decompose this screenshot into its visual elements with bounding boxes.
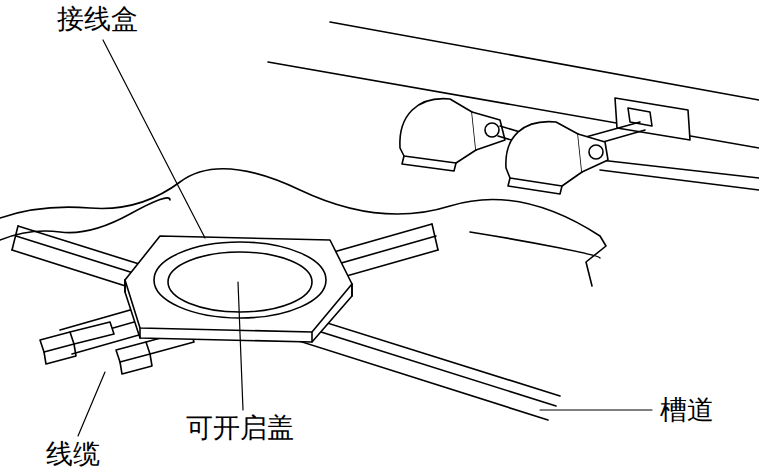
leader-line <box>103 40 205 238</box>
trench-channel <box>12 226 560 420</box>
part-label: 槽道 <box>660 396 714 426</box>
trench-channel <box>60 224 438 354</box>
part-label: 线缆 <box>46 440 100 470</box>
leader-lines <box>78 40 652 436</box>
wall-lines <box>268 22 759 148</box>
wall-line <box>330 22 759 100</box>
floor-outlet <box>506 122 608 194</box>
outlet-plate <box>615 98 690 140</box>
outlet-socket <box>628 108 652 126</box>
part-label: 接线盒 <box>57 5 138 35</box>
cord <box>600 160 759 178</box>
leader-line <box>78 372 105 436</box>
floor-edge <box>0 198 170 240</box>
cord <box>600 170 759 190</box>
wall-line <box>268 62 759 148</box>
floor-edge <box>470 232 600 258</box>
leader-line <box>238 282 243 410</box>
leader-line <box>540 409 652 410</box>
part-label: 可开启盖 <box>186 414 294 444</box>
openable-cover <box>154 242 326 318</box>
